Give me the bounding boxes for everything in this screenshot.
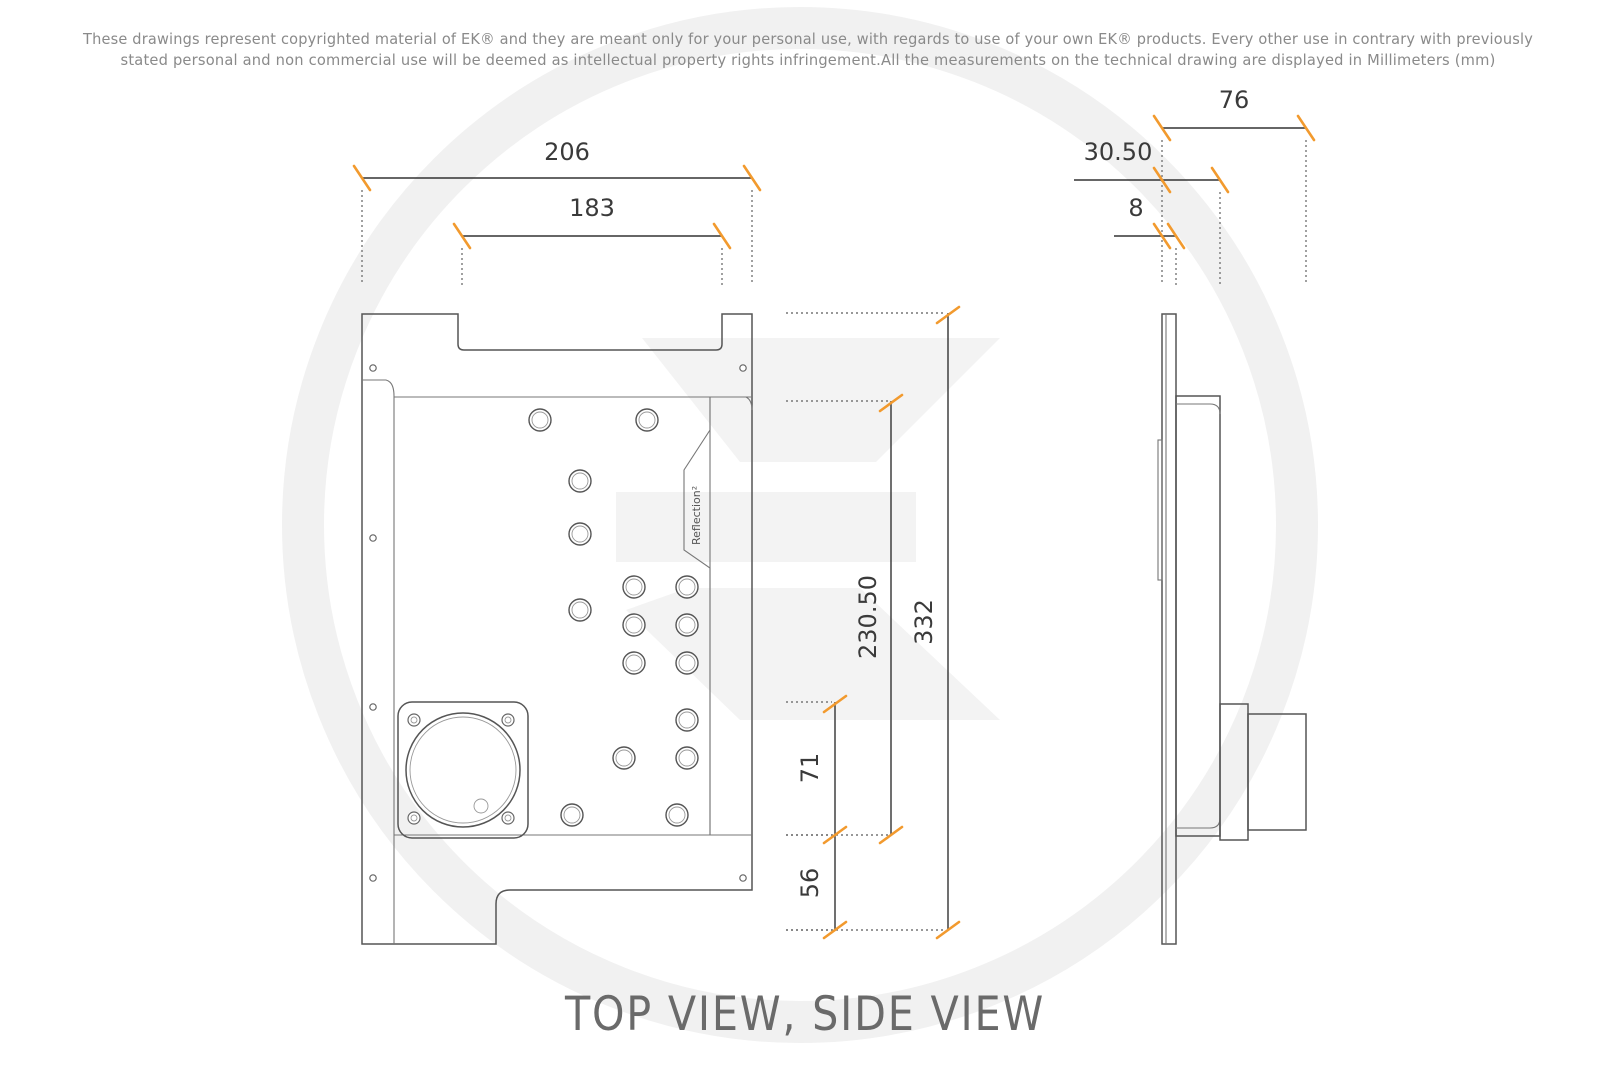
dimension-label: 8 [1128, 194, 1143, 222]
mount-hole [369, 364, 377, 372]
dimension-side-plate: 8 [1114, 194, 1186, 285]
dimension-label: 206 [544, 138, 590, 166]
port-holes [528, 408, 699, 827]
backplate-outline [361, 313, 753, 945]
side-view [1157, 313, 1307, 945]
dimension-label: 76 [1219, 86, 1250, 114]
dimension-label: 56 [796, 868, 824, 899]
product-label: Reflection² [690, 486, 703, 545]
mount-hole [369, 534, 377, 542]
dimension-width-inner: 183 [452, 194, 732, 285]
dimension-label: 332 [910, 599, 938, 645]
dimension-label: 230.50 [854, 575, 882, 659]
side-pump-cap [1247, 713, 1307, 831]
view-caption: TOP VIEW, SIDE VIEW [564, 987, 1045, 1042]
left-rail [362, 379, 395, 944]
cover-bevel [745, 396, 753, 411]
dimension-height-block: 230.50 [786, 393, 904, 845]
dimension-label: 30.50 [1084, 138, 1153, 166]
mount-hole [369, 874, 377, 882]
dimension-label: 71 [796, 753, 824, 784]
dimension-height-total: 332 [786, 305, 961, 940]
dimension-side-total: 76 [1152, 86, 1316, 285]
side-block [1175, 395, 1221, 837]
pump-module [397, 701, 529, 839]
disclaimer-line-2: stated personal and non commercial use w… [121, 51, 1496, 69]
top-view: Reflection² [361, 313, 753, 945]
mount-hole [739, 364, 747, 372]
mount-hole [739, 874, 747, 882]
reflection-cover [683, 397, 711, 835]
mount-hole [369, 703, 377, 711]
dimension-port-spacing: 71 56 [786, 694, 848, 940]
side-cover-strip [1157, 439, 1163, 581]
dimension-width-outer: 206 [352, 138, 762, 285]
ek-watermark-logo [282, 7, 1318, 1043]
disclaimer-line-1: These drawings represent copyrighted mat… [82, 30, 1533, 48]
dimension-side-block: 30.50 [1074, 138, 1230, 285]
dimension-label: 183 [569, 194, 615, 222]
